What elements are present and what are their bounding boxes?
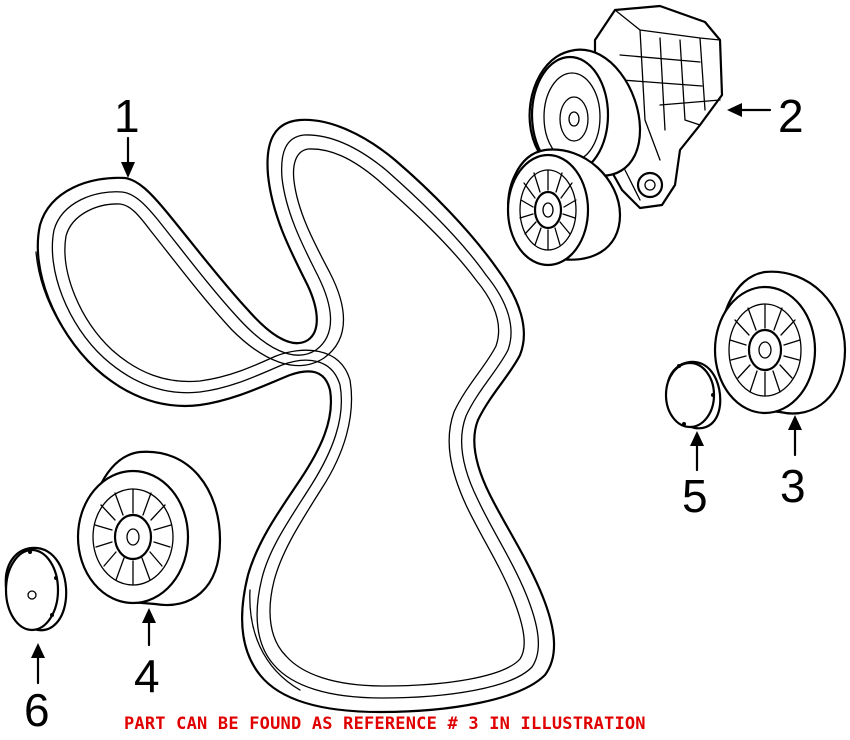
leader-arrows [31, 103, 802, 685]
serpentine-belt [35, 118, 556, 714]
idler-pulley-4 [76, 450, 222, 607]
callout-2: 2 [778, 90, 804, 142]
callout-3: 3 [780, 460, 806, 512]
callout-1: 1 [114, 90, 140, 142]
idler-pulley-3 [713, 270, 847, 415]
reference-note: PART CAN BE FOUND AS REFERENCE # 3 IN IL… [124, 714, 646, 734]
callout-6: 6 [24, 684, 50, 736]
belt-tensioner-assembly [506, 4, 724, 267]
pulley-dust-cap-5 [664, 360, 722, 430]
callout-4: 4 [134, 650, 160, 702]
callout-5: 5 [682, 470, 708, 522]
pulley-dust-cap-6 [4, 546, 68, 632]
